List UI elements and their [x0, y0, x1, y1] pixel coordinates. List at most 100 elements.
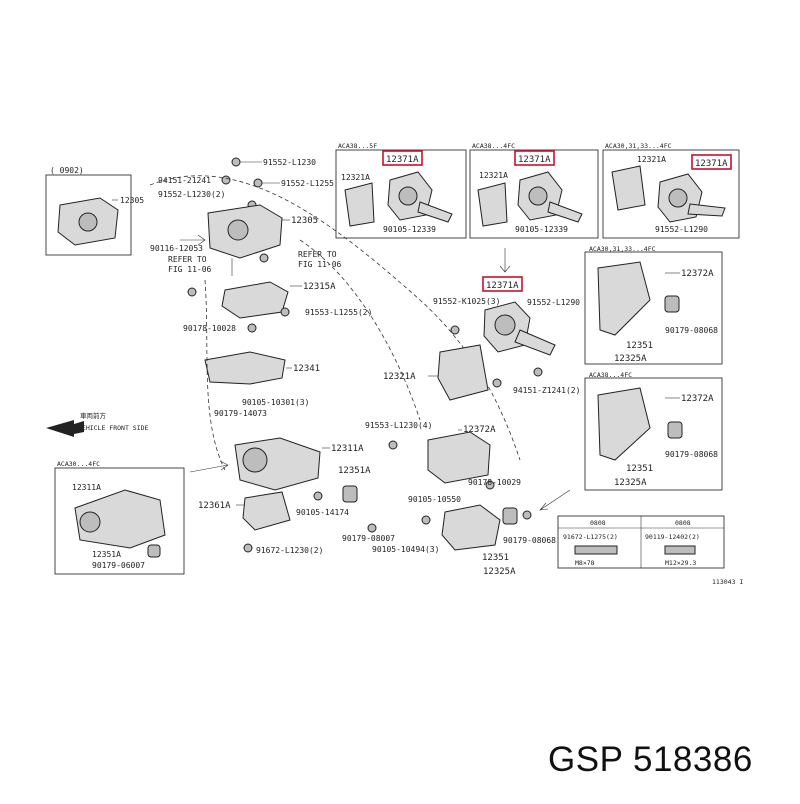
highlight-box [691, 154, 732, 170]
bolt-29-icon [664, 545, 696, 555]
highlight-box [382, 150, 423, 166]
arrow-icon [189, 460, 229, 473]
label-12351A-inset: 12351A [92, 550, 121, 559]
diagram-code: 113043 I [712, 578, 743, 586]
bolt-icon [313, 491, 323, 501]
inset-frame [54, 467, 185, 575]
label-90178-10029: 90178-10029 [468, 478, 521, 487]
center-lower-cluster: 91553-L1230(4) 12372A 90178-10029 90105-… [365, 421, 571, 577]
label-90105-10301-3: 90105-10301(3) [242, 398, 309, 407]
upper-mount-cluster: 91552-L1230 94151-21241 91552-L1255 9155… [150, 157, 342, 276]
mount-12361A-icon [242, 491, 291, 531]
bracket-icon [477, 182, 508, 227]
label-90105-12339: 90105-12339 [383, 225, 436, 234]
nut-icon [367, 523, 377, 533]
label-12372A-center: 12372A [463, 425, 496, 435]
bolt-icon [492, 378, 502, 388]
table-col1-part: 91672-L1275(2) [563, 533, 618, 541]
label-91553-L1230-4: 91553-L1230(4) [365, 421, 432, 430]
variant-box-1: ACA38...5F 12371A 12321A 90105-12339 [335, 142, 467, 239]
label-12371A-b: 12371A [518, 155, 551, 165]
refer-b2: FIG 11-06 [298, 260, 342, 269]
inset-0902: ( 0902) 12305 [45, 166, 144, 256]
bracket-12341: 12341 90105-10301(3) 90179-14073 [204, 351, 320, 418]
label-12372A: 12372A [681, 269, 714, 279]
nut-icon [247, 323, 257, 333]
bracket-icon [597, 261, 651, 336]
label-91552-L1255: 91552-L1255 [281, 179, 334, 188]
mount-plate-icon [74, 489, 166, 549]
variant-frame [602, 149, 740, 239]
bracket-12351-icon [441, 504, 501, 551]
lower-mount-cluster: 12311A 12351A 12361A 90105-14174 90179-0… [189, 437, 439, 555]
table-col2-head: 0808 [675, 519, 691, 527]
bushing-icon [502, 507, 518, 525]
mount-bushing-icon [668, 188, 688, 208]
nut-icon [522, 510, 532, 520]
mount-bushing-icon [227, 219, 249, 241]
bolt-icon [243, 543, 253, 553]
bolt-spec-table: 0808 0808 91672-L1275(2) 90119-12402(2) … [557, 515, 725, 569]
label-90179-14073: 90179-14073 [214, 409, 267, 418]
variant-frame [584, 377, 723, 491]
mount-bushing-icon [494, 314, 516, 336]
variant-frame [584, 251, 723, 365]
variant-label: ACA38...4FC [589, 371, 632, 379]
table-col2-part: 90119-12402(2) [645, 533, 700, 541]
label-12361A: 12361A [198, 501, 231, 511]
highlight-box [514, 150, 555, 166]
mount-bushing-icon [528, 186, 548, 206]
arm-icon [687, 203, 726, 217]
arm-icon [417, 201, 453, 223]
label-90105-12339: 90105-12339 [515, 225, 568, 234]
label-91552-L1230: 91552-L1230 [263, 158, 316, 167]
label-12321A: 12321A [341, 173, 370, 182]
bushing-icon [667, 421, 683, 439]
arrow-down-icon [499, 248, 511, 273]
label-90179-08007: 90179-08007 [342, 534, 395, 543]
vehicle-front: VEHICLE FRONT SIDE [78, 424, 149, 432]
bracket-icon [611, 165, 646, 211]
arm-icon [547, 201, 583, 223]
bracket-icon [597, 387, 651, 461]
label-12321A: 12321A [637, 155, 666, 164]
vehicle-front-jp: 車両前方 [80, 411, 107, 420]
label-12351: 12351 [626, 341, 653, 351]
label-12325A: 12325A [614, 478, 647, 488]
variant-box-4: ACA30,31,33...4FC 12372A 90179-08068 123… [584, 245, 723, 365]
label-12351: 12351 [482, 553, 509, 563]
label-91552-K1025-3: 91552-K1025(3) [433, 297, 500, 306]
bracket-12341-icon [204, 351, 286, 385]
inset-aca30-4fc: ACA30...4FC 12311A 12351A 90179-06007 [54, 460, 185, 575]
bushing-icon [147, 544, 161, 558]
label-91552-L1290: 91552-L1290 [655, 225, 708, 234]
refer-a: REFER TO [168, 255, 207, 264]
bushing-12351A-icon [342, 485, 358, 503]
bracket-icon [344, 182, 375, 227]
bolt-icon [253, 178, 263, 188]
table-col2-dim: M12×29.3 [665, 559, 696, 567]
front-arrow-icon [46, 420, 84, 437]
engine-outline [149, 175, 521, 461]
label-90105-10494-3: 90105-10494(3) [372, 545, 439, 554]
label-90116-12053: 90116-12053 [150, 244, 203, 253]
arrow-icon [539, 489, 571, 511]
mount-bushing-icon [79, 511, 101, 533]
variant-label: ACA38...5F [338, 142, 377, 150]
label-90179-08068: 90179-08068 [503, 536, 556, 545]
engine-outline [299, 239, 421, 421]
brand-title: GSP 518386 [548, 740, 753, 779]
variant-label: ACA30,31,33...4FC [589, 245, 656, 253]
label-90105-14174: 90105-14174 [296, 508, 349, 517]
bracket-12321A-icon [437, 344, 489, 401]
bushing-icon [664, 295, 680, 313]
label-12325A: 12325A [483, 567, 516, 577]
label-12321A: 12321A [479, 171, 508, 180]
mount-bushing-icon [78, 212, 98, 232]
label-12315A: 12315A [303, 282, 336, 292]
bolt-78-icon [574, 545, 618, 555]
table-col1-head: 0808 [590, 519, 606, 527]
label-12341: 12341 [293, 364, 320, 374]
